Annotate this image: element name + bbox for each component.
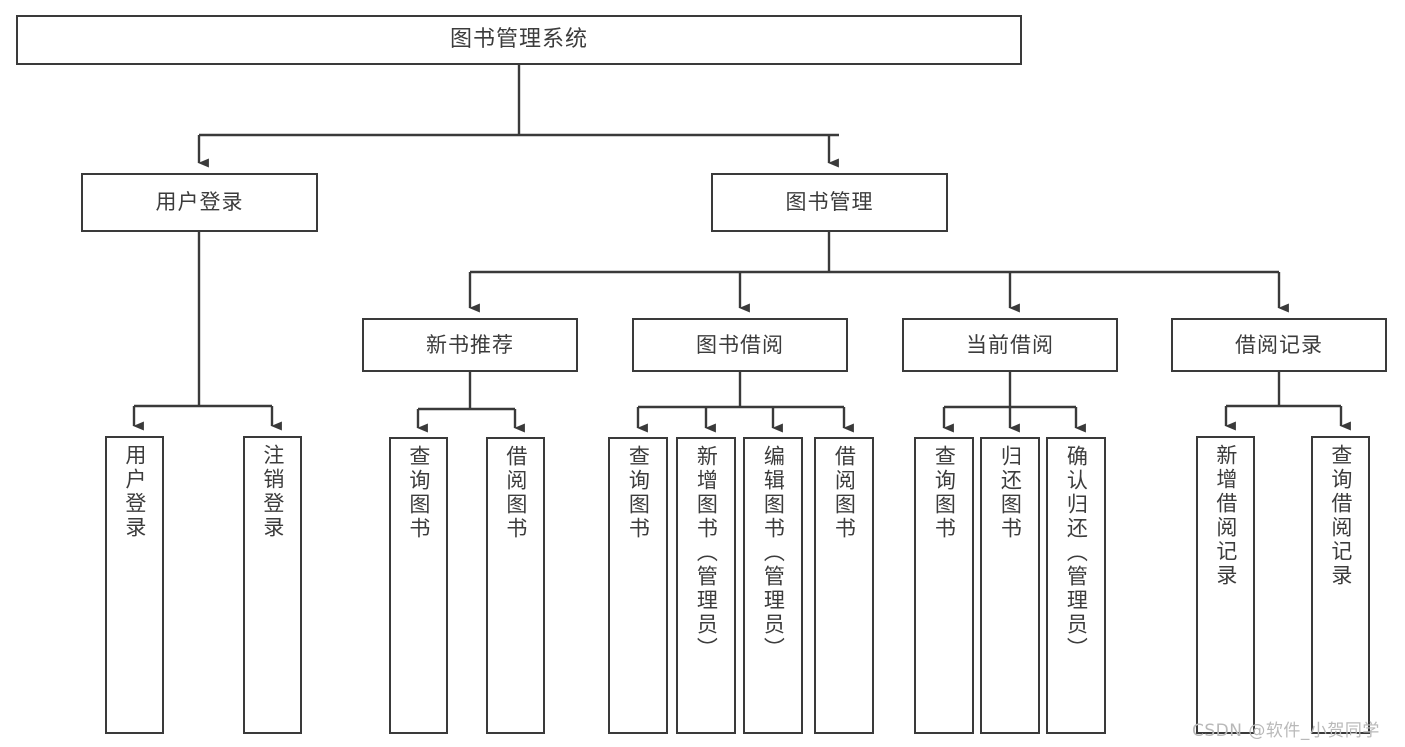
node-leaf-query-record-label: 查询借阅记录: [1328, 444, 1353, 588]
node-leaf-query-book-3-label: 查询图书: [932, 445, 957, 541]
csdn-watermark: CSDN @软件_小贺同学: [1192, 716, 1380, 741]
node-leaf-user-login-label: 用户登录: [122, 444, 147, 540]
node-leaf-query-record[interactable]: 查询借阅记录: [1311, 436, 1370, 734]
node-book-manage[interactable]: 图书管理: [711, 173, 948, 232]
node-new-book-recommend[interactable]: 新书推荐: [362, 318, 578, 372]
node-leaf-add-book-label: 新增图书（管理员）: [694, 445, 719, 661]
node-leaf-borrow-book-2[interactable]: 借阅图书: [814, 437, 874, 734]
node-leaf-confirm-return[interactable]: 确认归还（管理员）: [1046, 437, 1106, 734]
node-leaf-logout-login[interactable]: 注销登录: [243, 436, 302, 734]
node-borrow-record-label: 借阅记录: [1235, 332, 1323, 357]
node-leaf-user-login[interactable]: 用户登录: [105, 436, 164, 734]
node-leaf-query-book-3[interactable]: 查询图书: [914, 437, 974, 734]
node-borrow-record[interactable]: 借阅记录: [1171, 318, 1387, 372]
node-user-login-label: 用户登录: [155, 190, 244, 215]
node-leaf-query-book-2[interactable]: 查询图书: [608, 437, 668, 734]
csdn-watermark-text: CSDN @软件_小贺同学: [1192, 721, 1380, 741]
node-current-borrow-label: 当前借阅: [966, 332, 1054, 357]
node-book-manage-label: 图书管理: [785, 190, 874, 215]
node-root-label: 图书管理系统: [449, 27, 588, 53]
node-leaf-add-book[interactable]: 新增图书（管理员）: [676, 437, 736, 734]
node-leaf-add-record[interactable]: 新增借阅记录: [1196, 436, 1255, 734]
node-current-borrow[interactable]: 当前借阅: [902, 318, 1118, 372]
node-leaf-query-book-1[interactable]: 查询图书: [389, 437, 448, 734]
node-leaf-return-book-label: 归还图书: [998, 445, 1023, 541]
node-leaf-query-book-2-label: 查询图书: [626, 445, 651, 541]
node-leaf-borrow-book-1-label: 借阅图书: [503, 445, 528, 541]
node-leaf-return-book[interactable]: 归还图书: [980, 437, 1040, 734]
node-book-borrow[interactable]: 图书借阅: [632, 318, 848, 372]
node-user-login[interactable]: 用户登录: [81, 173, 318, 232]
node-leaf-logout-login-label: 注销登录: [260, 444, 285, 540]
node-book-borrow-label: 图书借阅: [696, 332, 784, 357]
node-leaf-confirm-return-label: 确认归还（管理员）: [1064, 445, 1089, 661]
node-leaf-query-book-1-label: 查询图书: [406, 445, 431, 541]
node-leaf-borrow-book-1[interactable]: 借阅图书: [486, 437, 545, 734]
node-leaf-edit-book-label: 编辑图书（管理员）: [761, 445, 786, 661]
node-leaf-add-record-label: 新增借阅记录: [1213, 444, 1238, 588]
node-leaf-edit-book[interactable]: 编辑图书（管理员）: [743, 437, 803, 734]
node-leaf-borrow-book-2-label: 借阅图书: [832, 445, 857, 541]
node-root[interactable]: 图书管理系统: [16, 15, 1022, 65]
node-new-book-recommend-label: 新书推荐: [426, 332, 514, 357]
